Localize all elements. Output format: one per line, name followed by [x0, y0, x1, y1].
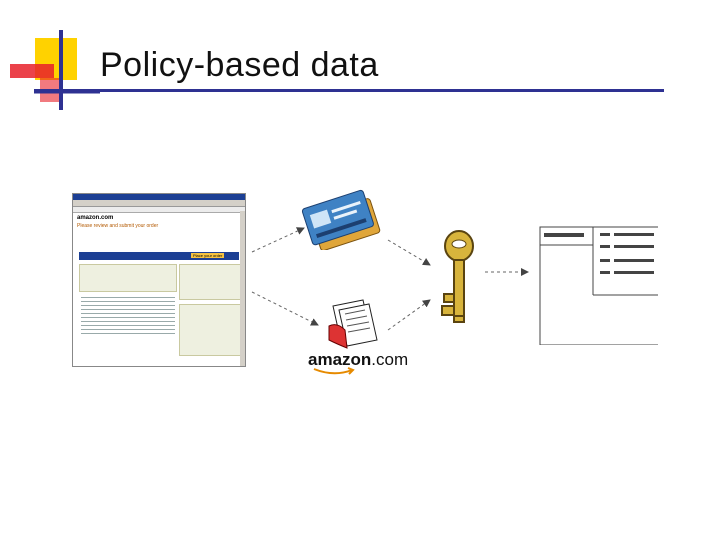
amazon-smile-icon	[312, 367, 362, 377]
key-icon	[432, 222, 482, 332]
credit-card-icon	[298, 185, 388, 250]
amazon-logo-suffix: .com	[371, 350, 408, 369]
form-document-icon	[538, 225, 658, 345]
documents-icon	[325, 296, 385, 352]
